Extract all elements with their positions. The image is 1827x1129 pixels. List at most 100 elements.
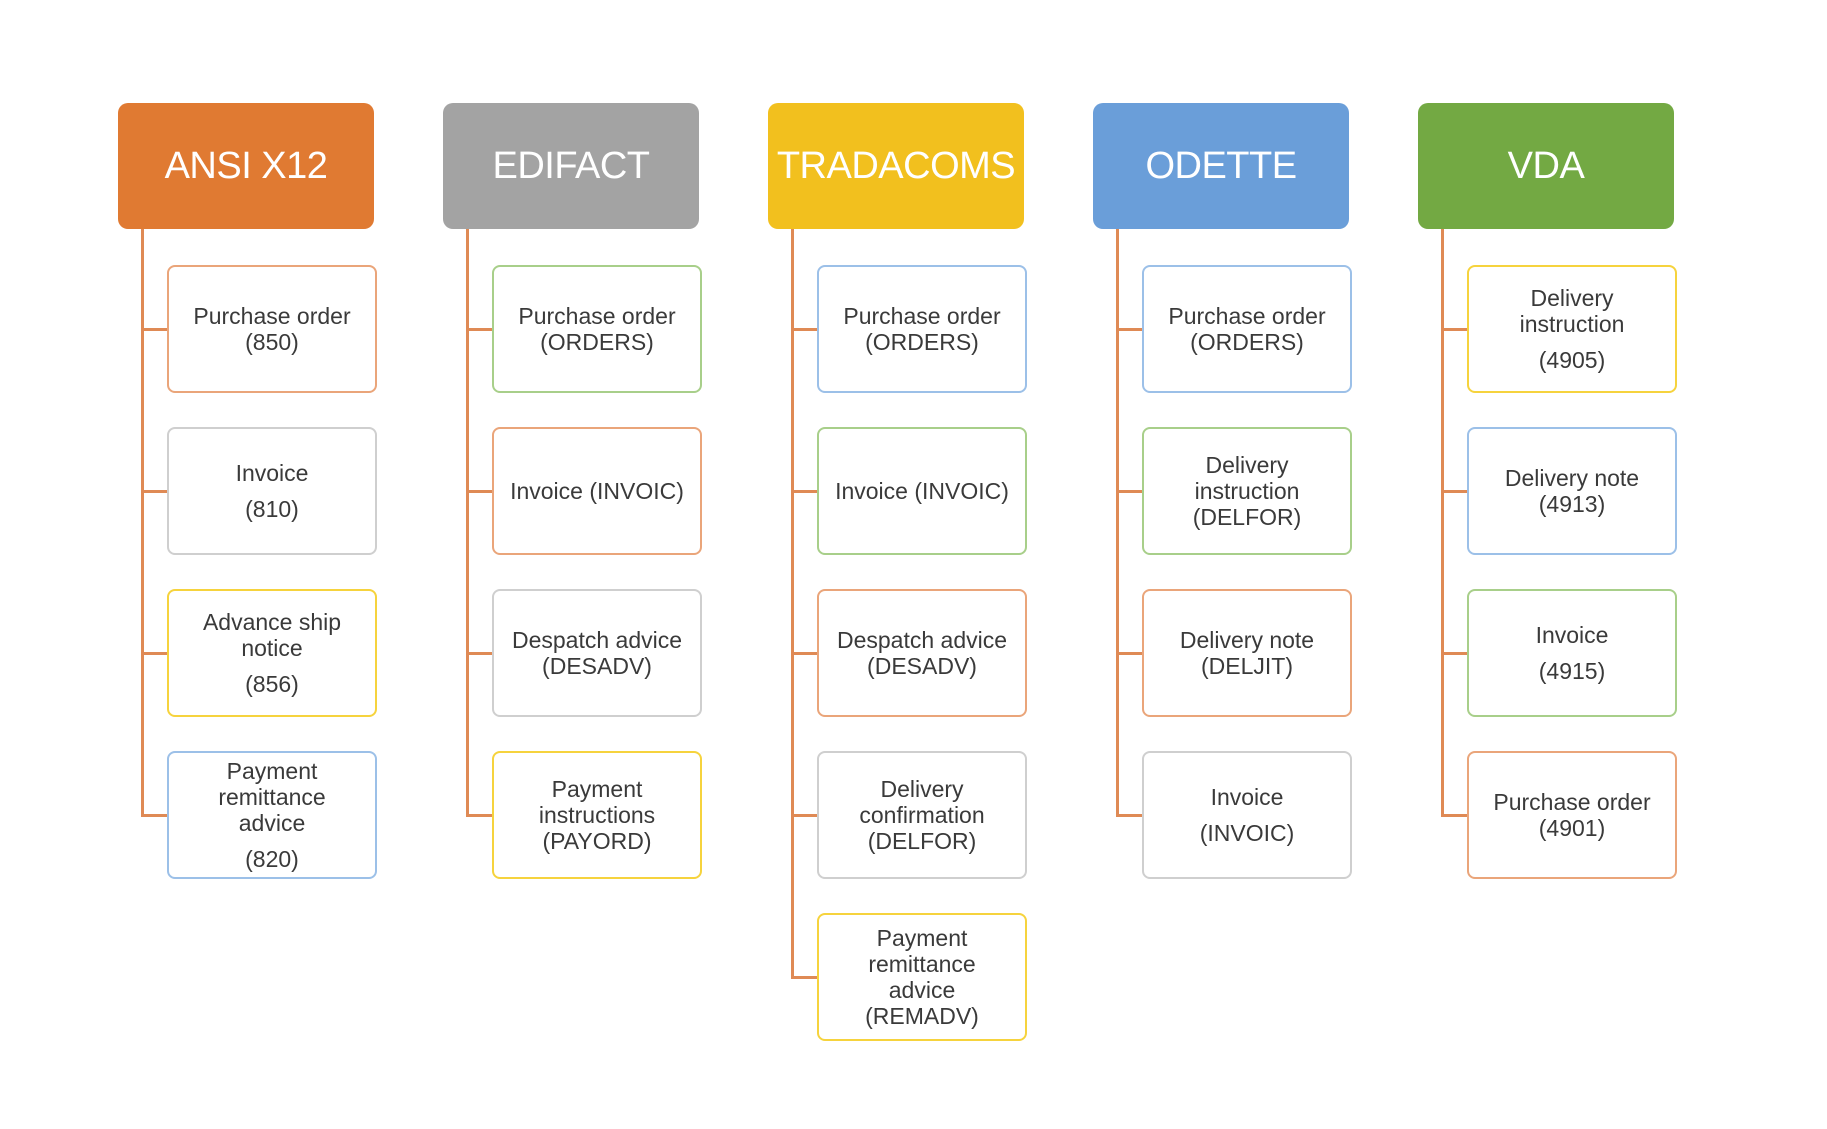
connector-branch <box>1116 490 1142 493</box>
message-label: Invoice <box>1210 784 1284 810</box>
standard-header: ODETTE <box>1093 103 1349 229</box>
message-label: remittance <box>868 951 976 977</box>
connector-branch <box>141 328 167 331</box>
message-label: Invoice (INVOIC) <box>510 478 684 504</box>
message-code: (ORDERS) <box>540 329 654 355</box>
message-code: (INVOIC) <box>1199 820 1295 846</box>
message-type-box: Purchase order(ORDERS) <box>1142 265 1352 393</box>
message-label: Despatch advice <box>511 627 683 653</box>
message-code: (ORDERS) <box>1190 329 1304 355</box>
connector-branch <box>141 490 167 493</box>
message-label: Delivery note <box>1504 465 1640 491</box>
message-label: remittance <box>218 784 326 810</box>
message-type-box: Despatch advice(DESADV) <box>817 589 1027 717</box>
message-label: Delivery note <box>1179 627 1315 653</box>
standard-header: VDA <box>1418 103 1674 229</box>
message-code: (850) <box>245 329 299 355</box>
connector-branch <box>1441 652 1467 655</box>
connector-spine <box>791 229 794 978</box>
message-type-box: Purchase order(ORDERS) <box>817 265 1027 393</box>
connector-branch <box>466 328 492 331</box>
message-code: (REMADV) <box>865 1003 979 1029</box>
message-label: Purchase order <box>843 303 1001 329</box>
connector-branch <box>1441 814 1467 817</box>
connector-branch <box>791 814 817 817</box>
standard-header: ANSI X12 <box>118 103 374 229</box>
column-1: EDIFACT Purchase order(ORDERS) Invoice (IN… <box>443 0 743 1129</box>
connector-branch <box>791 652 817 655</box>
connector-branch <box>141 652 167 655</box>
connector-spine <box>1441 229 1444 816</box>
connector-branch <box>791 490 817 493</box>
message-code: (820) <box>245 846 299 872</box>
message-label: instructions <box>538 802 656 828</box>
message-label: Advance ship <box>202 609 342 635</box>
connector-branch <box>466 814 492 817</box>
connector-branch <box>1116 328 1142 331</box>
message-label: Purchase order <box>518 303 676 329</box>
message-type-box: Despatch advice(DESADV) <box>492 589 702 717</box>
connector-spine <box>1116 229 1119 816</box>
message-label: advice <box>888 977 956 1003</box>
message-code: (810) <box>245 496 299 522</box>
message-label: instruction <box>1519 311 1625 337</box>
message-code: (856) <box>245 671 299 697</box>
message-label: Purchase order <box>1168 303 1326 329</box>
message-code: (DELFOR) <box>1192 504 1302 530</box>
connector-branch <box>1116 814 1142 817</box>
message-type-box: Invoice (INVOIC) <box>817 427 1027 555</box>
message-code: (DELJIT) <box>1201 653 1293 679</box>
message-label: Delivery <box>880 776 964 802</box>
connector-branch <box>1116 652 1142 655</box>
connector-branch <box>1441 328 1467 331</box>
message-type-box: Invoice(810) <box>167 427 377 555</box>
message-type-box: Invoice (INVOIC) <box>1142 751 1352 879</box>
message-code: (4915) <box>1538 658 1606 684</box>
message-type-box: Purchase order(850) <box>167 265 377 393</box>
message-type-box: Invoice(4915) <box>1467 589 1677 717</box>
message-type-box: Delivery note(DELJIT) <box>1142 589 1352 717</box>
message-label: Delivery <box>1205 452 1289 478</box>
standard-header: TRADACOMS <box>768 103 1024 229</box>
connector-branch <box>466 652 492 655</box>
message-code: (4901) <box>1538 815 1606 841</box>
message-label: Purchase order <box>1493 789 1651 815</box>
connector-spine <box>141 229 144 816</box>
column-2: TRADACOMS Purchase order(ORDERS) Invoice (… <box>768 0 1068 1129</box>
message-type-box: Purchase order(ORDERS) <box>492 265 702 393</box>
connector-spine <box>466 229 469 816</box>
message-label: Purchase order <box>193 303 351 329</box>
connector-branch <box>791 976 817 979</box>
message-label: Delivery <box>1530 285 1614 311</box>
connector-branch <box>141 814 167 817</box>
connector-branch <box>791 328 817 331</box>
message-type-box: Purchase order(4901) <box>1467 751 1677 879</box>
message-label: Invoice (INVOIC) <box>835 478 1009 504</box>
message-code: (PAYORD) <box>542 828 652 854</box>
message-label: Despatch advice <box>836 627 1008 653</box>
message-code: (DESADV) <box>867 653 977 679</box>
message-type-box: Invoice (INVOIC) <box>492 427 702 555</box>
standard-header: EDIFACT <box>443 103 699 229</box>
message-type-box: Delivery note(4913) <box>1467 427 1677 555</box>
message-code: (DELFOR) <box>867 828 977 854</box>
message-label: notice <box>241 635 303 661</box>
message-label: instruction <box>1194 478 1300 504</box>
message-code: (DESADV) <box>542 653 652 679</box>
connector-branch <box>466 490 492 493</box>
message-code: (4913) <box>1538 491 1606 517</box>
message-label: confirmation <box>859 802 985 828</box>
message-code: (ORDERS) <box>865 329 979 355</box>
message-label: advice <box>238 810 306 836</box>
